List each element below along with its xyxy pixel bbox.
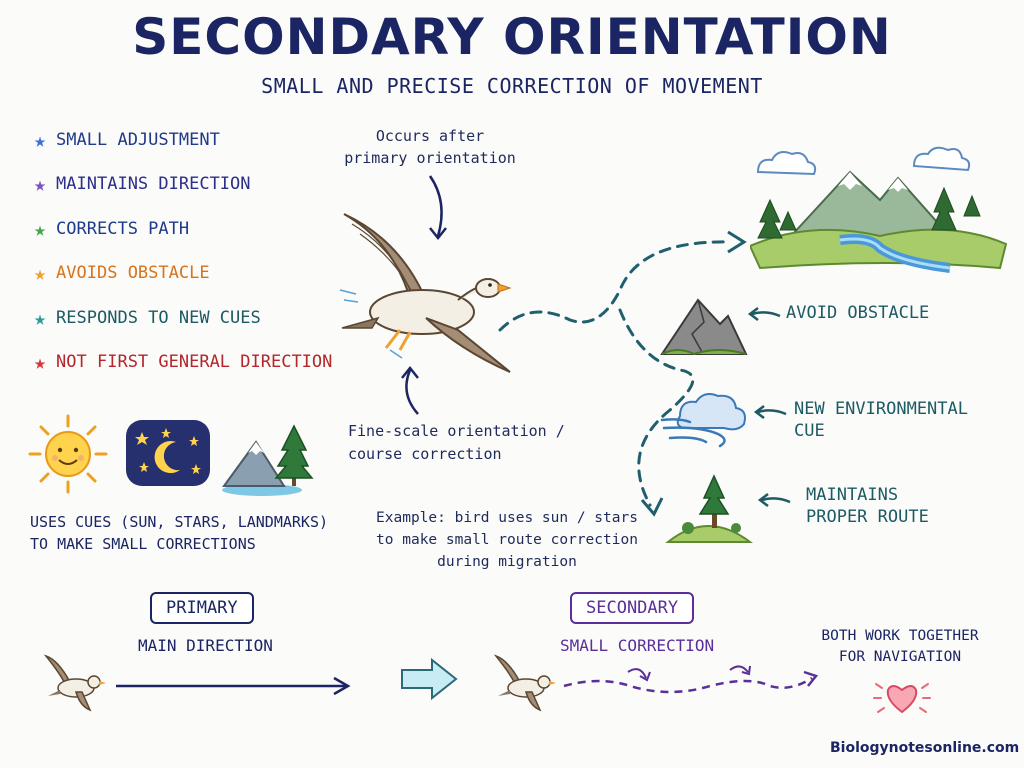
star-icon: ★ xyxy=(34,350,47,374)
arrow-left-icon xyxy=(757,493,791,507)
transition-arrow-icon xyxy=(401,657,458,701)
arrow-up-icon xyxy=(401,365,419,415)
note-fine-scale: Fine-scale orientation / course correcti… xyxy=(348,422,565,463)
sun-icon xyxy=(28,414,108,494)
feature-item: ★ CORRECTS PATH xyxy=(34,219,189,239)
feature-label: RESPONDS TO NEW CUES xyxy=(56,308,261,328)
secondary-box: SECONDARY xyxy=(570,592,695,624)
together-caption: BOTH WORK TOGETHER FOR NAVIGATION xyxy=(821,628,979,666)
correction-path xyxy=(498,230,747,517)
site-credit: Biologynotesonline.com xyxy=(830,740,1020,756)
feature-item: ★ NOT FIRST GENERAL DIRECTION xyxy=(34,352,332,372)
arrow-left-icon xyxy=(747,307,781,321)
page-title: SECONDARY ORIENTATION xyxy=(132,8,892,66)
star-icon: ★ xyxy=(34,217,47,241)
heart-icon xyxy=(873,683,931,714)
feature-label: AVOIDS OBSTACLE xyxy=(56,263,210,283)
small-bird-icon xyxy=(43,654,106,712)
label-avoid-obstacle: AVOID OBSTACLE xyxy=(786,303,930,323)
primary-box: PRIMARY xyxy=(150,592,254,624)
label-environmental-cue: NEW ENVIRONMENTAL CUE xyxy=(794,399,968,442)
feature-label: MAINTAINS DIRECTION xyxy=(56,174,251,194)
example-note: Example: bird uses sun / stars to make s… xyxy=(376,510,638,570)
page-subtitle: SMALL AND PRECISE CORRECTION OF MOVEMENT xyxy=(261,74,763,98)
wind-cloud-icon xyxy=(660,393,746,448)
secondary-path xyxy=(563,665,819,694)
goose-illustration xyxy=(339,213,512,373)
star-icon: ★ xyxy=(34,306,47,330)
note-after-primary: Occurs after primary orientation xyxy=(344,127,516,167)
feature-item: ★ MAINTAINS DIRECTION xyxy=(34,174,251,194)
arrow-down-icon xyxy=(428,175,447,241)
label-proper-route: MAINTAINS PROPER ROUTE xyxy=(806,485,929,528)
feature-label: SMALL ADJUSTMENT xyxy=(56,130,220,150)
star-icon: ★ xyxy=(34,261,47,285)
feature-label: CORRECTS PATH xyxy=(56,219,190,239)
star-icon: ★ xyxy=(34,172,47,196)
arrow-left-icon xyxy=(753,405,787,419)
landscape-illustration xyxy=(750,146,1008,273)
primary-caption: MAIN DIRECTION xyxy=(138,636,273,655)
feature-item: ★ SMALL ADJUSTMENT xyxy=(34,130,220,150)
star-icon: ★ xyxy=(34,128,47,152)
stars-night-icon xyxy=(126,420,210,486)
small-bird-icon xyxy=(493,654,556,712)
route-hill-icon xyxy=(665,474,753,543)
feature-item: ★ AVOIDS OBSTACLE xyxy=(34,263,210,283)
primary-arrow xyxy=(116,676,351,696)
feature-item: ★ RESPONDS TO NEW CUES xyxy=(34,308,261,328)
cues-caption: USES CUES (SUN, STARS, LANDMARKS) TO MAK… xyxy=(30,513,329,553)
rock-obstacle-icon xyxy=(660,298,748,356)
landmark-mountain-icon xyxy=(222,424,314,496)
secondary-caption: SMALL CORRECTION xyxy=(560,636,715,655)
feature-label: NOT FIRST GENERAL DIRECTION xyxy=(56,352,333,372)
